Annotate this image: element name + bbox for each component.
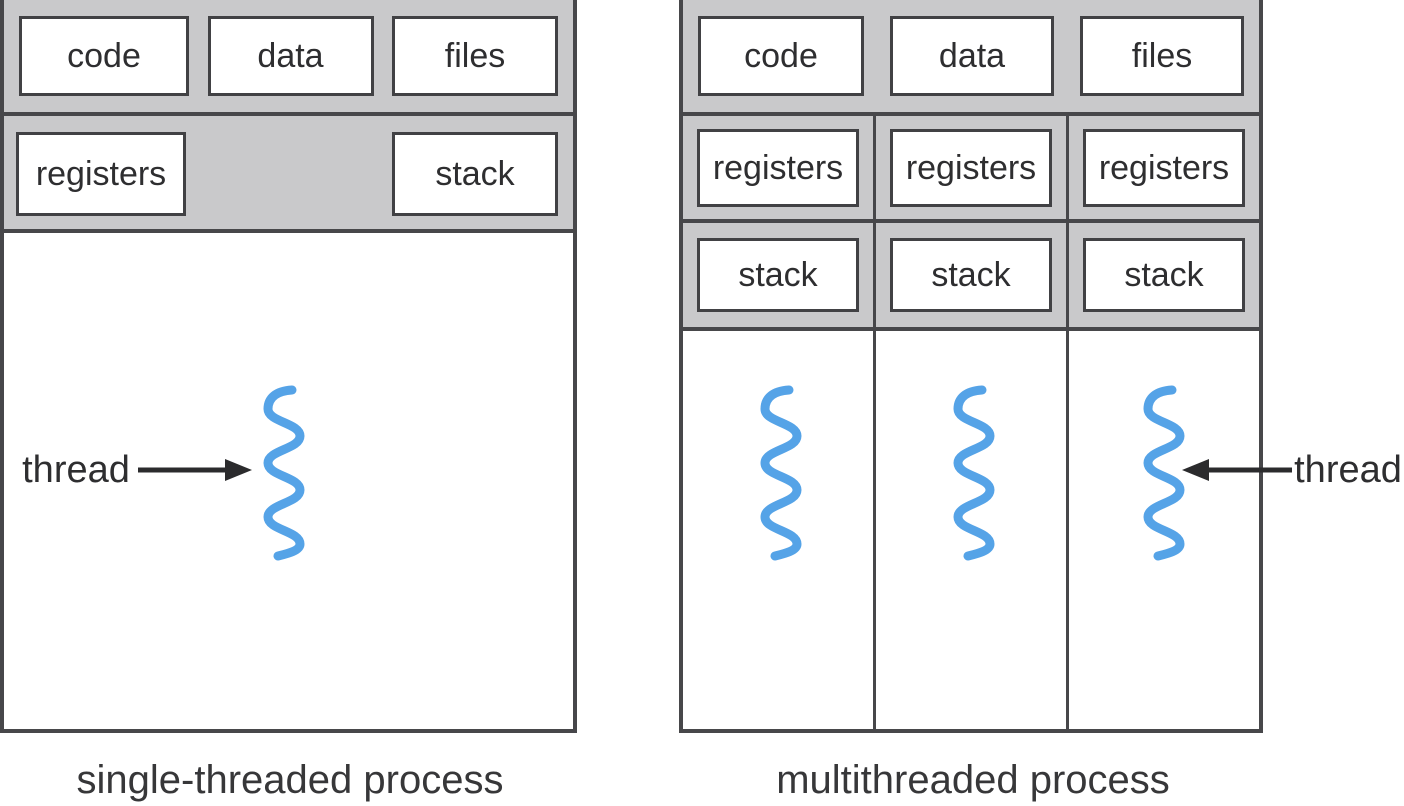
- thread-column-2: registers stack: [873, 116, 1066, 729]
- code-data-files-band: code data files: [4, 0, 573, 116]
- single-threaded-process-diagram: code data files registers stack: [0, 0, 577, 733]
- stack-band: stack: [876, 223, 1066, 331]
- registers-label: registers: [712, 148, 844, 187]
- registers-box: registers: [890, 128, 1052, 207]
- thread-columns: registers stack registers: [683, 116, 1259, 729]
- registers-box: registers: [16, 132, 186, 216]
- stack-band: stack: [683, 223, 873, 331]
- caption-multithreaded: multithreaded process: [776, 758, 1170, 802]
- code-label: code: [67, 37, 141, 75]
- caption-single-threaded: single-threaded process: [76, 758, 504, 802]
- data-box: data: [890, 16, 1054, 96]
- stack-box: stack: [697, 238, 859, 312]
- thread-label: thread: [1294, 449, 1402, 491]
- stack-label: stack: [435, 155, 515, 193]
- code-box: code: [19, 16, 189, 96]
- registers-band: registers: [876, 116, 1066, 223]
- thread-area-3: [1069, 331, 1259, 729]
- registers-label: registers: [35, 155, 167, 193]
- thread-area-1: [683, 331, 873, 729]
- stack-band: stack: [1069, 223, 1259, 331]
- thread-column-1: registers stack: [683, 116, 873, 729]
- code-label: code: [744, 37, 818, 75]
- files-box: files: [392, 16, 558, 96]
- stack-box: stack: [890, 238, 1052, 312]
- code-data-files-band: code data files: [683, 0, 1259, 116]
- stack-box: stack: [1083, 238, 1245, 312]
- stack-label: stack: [1124, 256, 1204, 294]
- stack-box: stack: [392, 132, 558, 216]
- files-label: files: [444, 37, 506, 75]
- stack-label: stack: [931, 256, 1011, 294]
- registers-label: registers: [905, 148, 1037, 187]
- thread-area-2: [876, 331, 1066, 729]
- thread-column-3: registers stack: [1066, 116, 1259, 729]
- multithreaded-process-diagram: code data files registers stack: [679, 0, 1263, 733]
- data-label: data: [938, 37, 1006, 75]
- registers-box: registers: [1083, 128, 1245, 207]
- registers-band: registers: [1069, 116, 1259, 223]
- registers-box: registers: [697, 128, 859, 207]
- data-box: data: [207, 16, 374, 96]
- registers-stack-band: registers stack: [4, 116, 573, 233]
- code-box: code: [698, 16, 864, 96]
- thread-label: thread: [22, 449, 130, 491]
- stack-label: stack: [738, 256, 818, 294]
- files-box: files: [1080, 16, 1244, 96]
- data-label: data: [257, 37, 324, 75]
- registers-band: registers: [683, 116, 873, 223]
- registers-label: registers: [1098, 148, 1230, 187]
- files-label: files: [1131, 37, 1193, 75]
